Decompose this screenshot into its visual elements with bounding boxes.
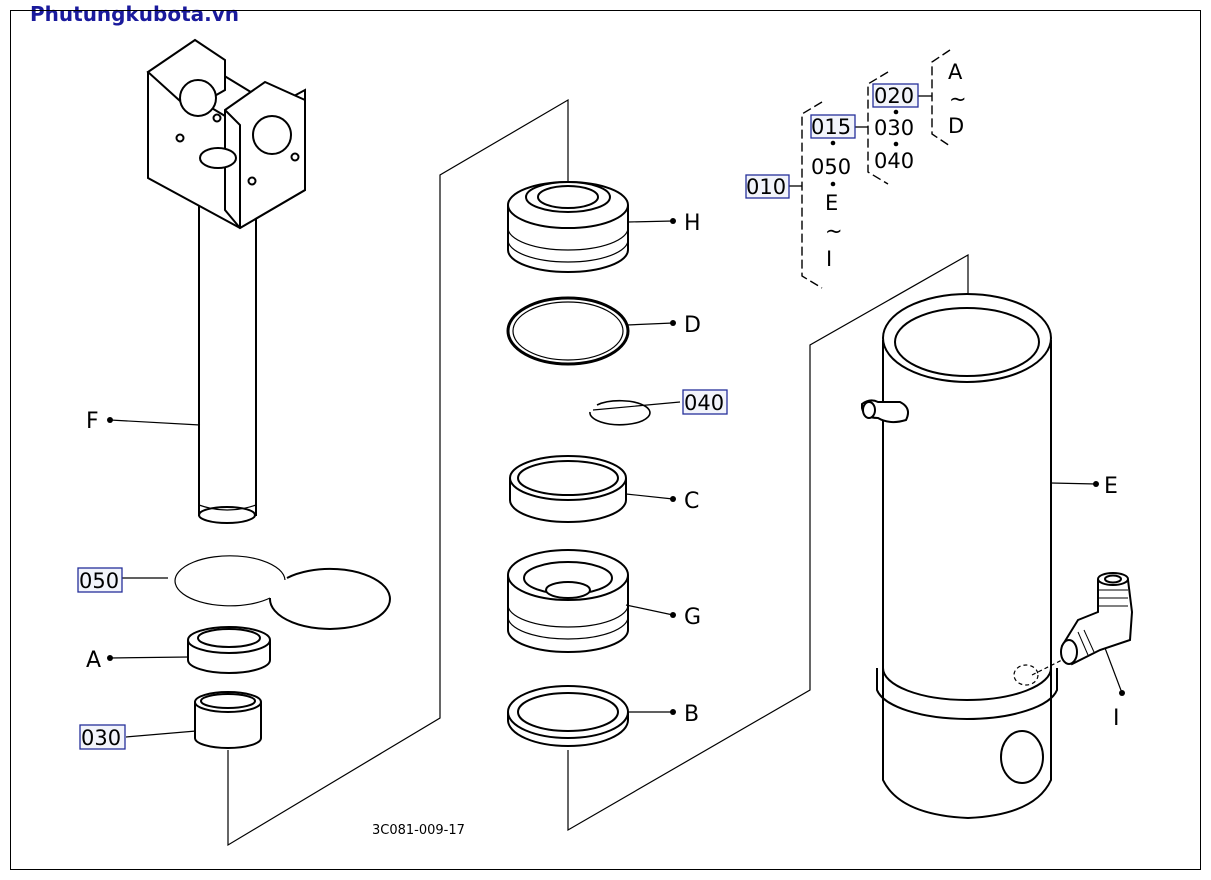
callout-d: D [684, 313, 701, 338]
callout-f: F [86, 409, 99, 434]
tree-root-010[interactable]: 010 [746, 175, 786, 199]
drawing-frame [10, 10, 1201, 870]
callout-a: A [86, 648, 101, 673]
leader-lines [109, 220, 1123, 738]
callout-b: B [684, 702, 699, 727]
tree-l1-e: E [825, 191, 838, 215]
part-hierarchy-tree: 010 015 050 E ~ I 020 030 040 A ~ D [745, 49, 967, 289]
snap-ring-050 [174, 555, 391, 630]
code-box-050[interactable] [77, 567, 123, 593]
code-box-015[interactable] [810, 114, 856, 139]
cylinder-tube-e [861, 293, 1058, 820]
callout-e: E [1104, 474, 1118, 499]
code-box-030[interactable] [79, 724, 126, 750]
code-box-040[interactable] [682, 389, 728, 415]
tree-l3-a: A [948, 60, 963, 84]
callout-i: I [1113, 706, 1120, 731]
tree-l2-030: 030 [874, 116, 914, 140]
callout-g: G [684, 605, 701, 630]
guide-lines [227, 98, 969, 847]
o-ring-d [506, 296, 630, 366]
leader-dots [107, 218, 1125, 715]
callout-c: C [684, 489, 699, 514]
tree-l3-d: D [948, 114, 964, 138]
bushing-030 [194, 691, 262, 749]
elbow-fitting-i [1060, 572, 1134, 666]
tree-l3-tilde: ~ [949, 87, 967, 111]
tree-l1-015[interactable]: 015 [811, 115, 851, 139]
snap-ring-040 [589, 399, 651, 426]
code-box-020[interactable] [872, 83, 919, 108]
code-box-010[interactable] [745, 174, 790, 199]
tree-l2-020[interactable]: 020 [874, 84, 914, 108]
part-code-050[interactable]: 050 [79, 569, 119, 593]
ring-c [509, 455, 627, 523]
tree-l1-tilde: ~ [825, 219, 843, 243]
rod-cover-h [507, 181, 629, 273]
site-watermark: Phutungkubota.vn [30, 2, 240, 26]
part-code-030[interactable]: 030 [81, 726, 121, 750]
drawing-number: 3C081-009-17 [372, 823, 465, 838]
bushing-a [187, 626, 271, 674]
piston-rod-clevis [146, 38, 306, 524]
ring-b [507, 685, 629, 747]
part-code-040[interactable]: 040 [684, 391, 724, 415]
piston-g [507, 549, 629, 653]
tree-l1-050: 050 [811, 155, 851, 179]
tree-l1-i: I [826, 247, 832, 271]
tree-l2-040: 040 [874, 149, 914, 173]
callout-h: H [684, 211, 701, 236]
